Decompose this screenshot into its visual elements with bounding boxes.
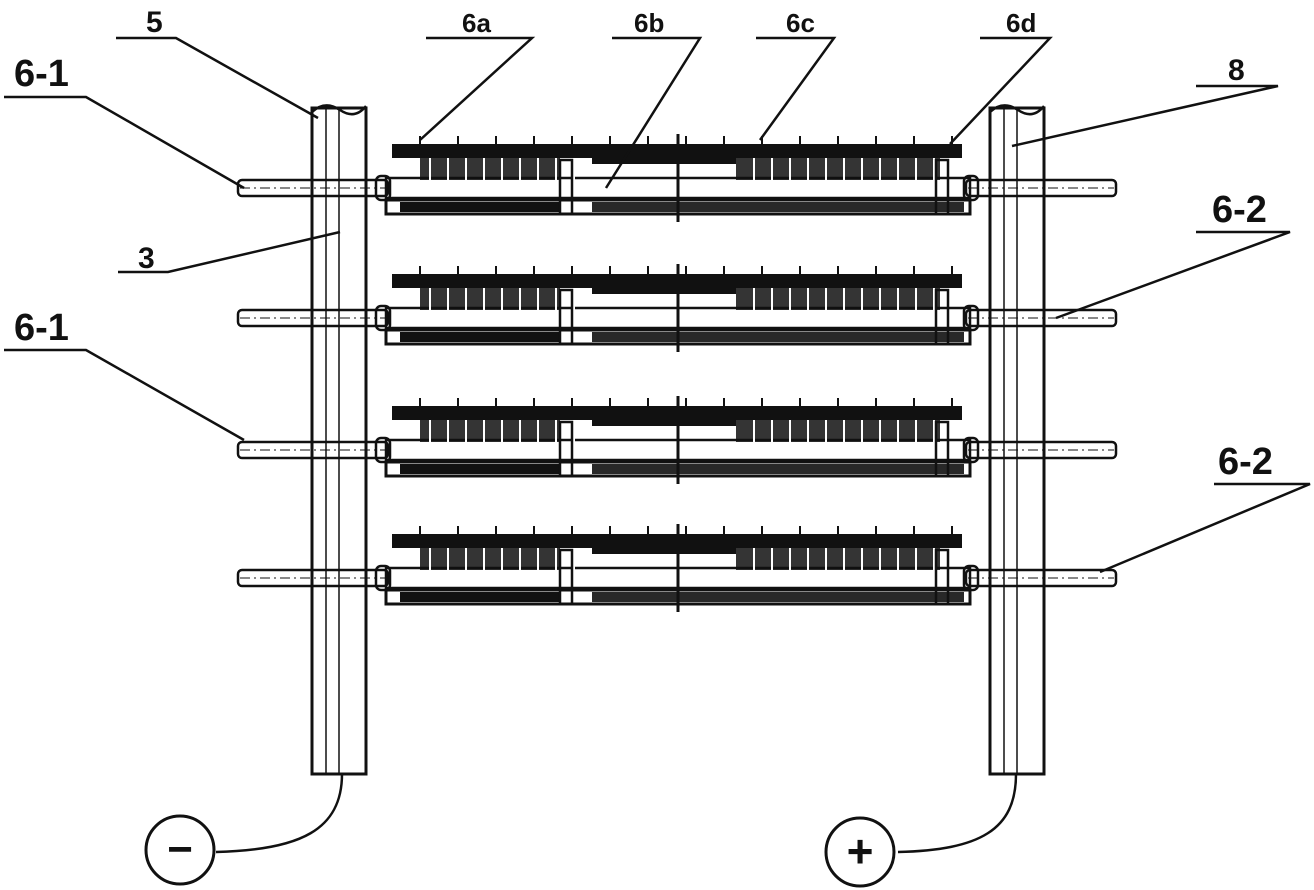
left-end-cap [374,304,392,332]
left-clamp [558,288,574,346]
electrode-row-3 [236,396,1118,484]
label-6-2-bottom: 6-2 [1218,441,1273,483]
negative-terminal: − [144,814,216,886]
left-connector-rod [236,308,390,328]
left-connector-rod [236,440,390,460]
bottom-fill-right [592,592,964,602]
left-end-cap [374,436,392,464]
negative-wire [215,773,344,854]
right-bus-bar [988,104,1046,776]
mesh-middle-top [592,158,736,164]
mesh-right [736,158,940,180]
electrode-row-1 [236,134,1118,222]
left-clamp [558,158,574,216]
mesh-right [736,420,940,442]
bottom-fill-right [592,332,964,342]
right-clamp [934,548,950,606]
label-6a: 6a [462,8,491,38]
mesh-middle-top [592,420,736,426]
right-connector-rod [964,568,1118,588]
label-6d: 6d [1006,8,1036,38]
label-6b: 6b [634,8,664,38]
left-clamp [558,420,574,478]
right-connector-rod [964,440,1118,460]
mesh-right [736,548,940,570]
electrode-rows [236,134,1118,612]
label-3: 3 [138,242,155,275]
positive-wire [897,773,1018,854]
label-6-1-top: 6-1 [14,53,69,95]
negative-terminal-symbol: − [167,825,193,874]
left-clamp [558,548,574,606]
mesh-left [420,158,560,180]
bottom-fill-left [400,592,560,602]
right-end-cap [962,564,980,592]
label-5: 5 [146,6,163,39]
label-6-1-mid: 6-1 [14,307,69,349]
bottom-fill-left [400,464,560,474]
bottom-fill-right [592,202,964,212]
mesh-right [736,288,940,310]
leader-lines [4,36,1311,574]
right-clamp [934,420,950,478]
label-6-2-top: 6-2 [1212,189,1267,231]
mesh-left [420,548,560,570]
electrode-row-4 [236,524,1118,612]
right-end-cap [962,436,980,464]
mesh-middle-top [592,548,736,554]
left-connector-rod [236,178,390,198]
label-6c: 6c [786,8,815,38]
right-clamp [934,158,950,216]
bottom-fill-left [400,332,560,342]
mesh-left [420,420,560,442]
bottom-fill-left [400,202,560,212]
right-end-cap [962,174,980,202]
label-8: 8 [1228,54,1245,87]
left-connector-rod [236,568,390,588]
right-connector-rod [964,178,1118,198]
bottom-fill-right [592,464,964,474]
right-connector-rod [964,308,1118,328]
positive-terminal: + [824,816,896,888]
left-bus-bar [310,104,368,776]
left-end-cap [374,564,392,592]
right-clamp [934,288,950,346]
mesh-left [420,288,560,310]
left-end-cap [374,174,392,202]
right-end-cap [962,304,980,332]
mesh-middle-top [592,288,736,294]
positive-terminal-symbol: + [847,825,874,877]
electrode-row-2 [236,264,1118,352]
